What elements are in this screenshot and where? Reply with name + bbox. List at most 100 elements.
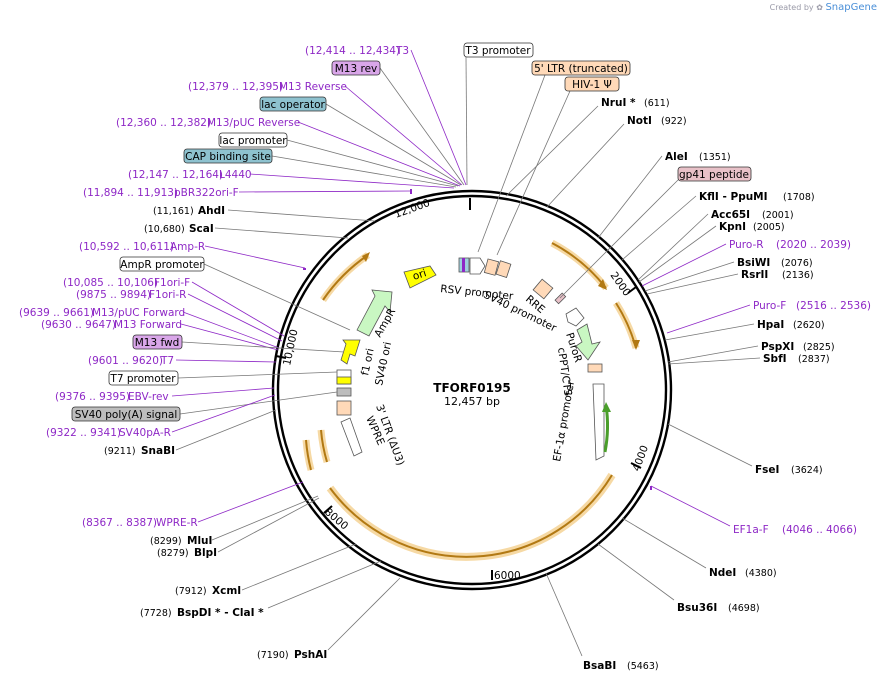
tick-mark-2000 [627, 286, 637, 294]
label-m13rev: M13 rev [335, 63, 378, 75]
feature-ef1a-green [603, 404, 610, 453]
coord-ahdi: (11,161) [153, 206, 194, 217]
feature-ori [403, 265, 437, 289]
leader-rsrii [646, 273, 739, 295]
label-cap-binding: CAP binding site [185, 151, 271, 163]
label-ori: ori [411, 267, 428, 283]
leader-sv40pa-r [171, 394, 276, 433]
leader-f1ori-r [187, 293, 283, 342]
leader-t7 [175, 359, 277, 363]
orf-arc-puro [550, 239, 609, 291]
site-ahdi: AhdI [198, 205, 225, 217]
orf-arrowhead-right [632, 340, 640, 350]
coord-m13-forward: (9630 .. 9647) [41, 319, 116, 331]
primer-pbr322ori: pBR322ori-F [174, 187, 239, 199]
leader-sv40polya [179, 391, 338, 415]
box-lac-operator [259, 96, 327, 112]
leader-alei [597, 155, 663, 239]
coord-pbr322ori: (11,894 .. 11,913) [83, 187, 178, 199]
site-pspxi: PspXI [761, 341, 794, 353]
leader-snabi [175, 409, 277, 451]
primer-sv40pa-r: SV40pA-R [119, 427, 171, 439]
coord-l4440: (12,147 .. 12,164) [128, 169, 223, 181]
coord-bsu36i: (4698) [728, 603, 760, 614]
leader-fsei [667, 423, 753, 467]
site-ndei: NdeI [709, 567, 736, 579]
box-hiv-psi [564, 76, 620, 92]
leader-acc65i [637, 213, 709, 281]
leader-ndei [621, 517, 707, 569]
feature-3ltr [336, 400, 352, 416]
leader-t7-promoter [177, 371, 338, 379]
orf-arc-topleft [320, 252, 371, 303]
site-snabi: SnaBI [141, 445, 175, 457]
coord-alei: (1351) [699, 152, 731, 163]
leader-lac-promoter [286, 139, 459, 187]
leader-ahdi [227, 209, 376, 222]
site-scai: ScaI [189, 223, 214, 235]
box-m13rev [331, 60, 381, 76]
coord-bspdi: (7728) [140, 608, 172, 619]
site-acc65i: Acc65I [711, 209, 750, 221]
coord-t7: (9601 .. 9620) [88, 355, 163, 367]
site-mark-left [303, 268, 306, 270]
coord-m13reverse: (12,379 .. 12,395) [188, 81, 283, 93]
primer-f1ori-r: F1ori-R [149, 289, 186, 301]
primer-m13reverse: M13 Reverse [279, 81, 347, 93]
primer-m13-forward: M13 Forward [114, 319, 182, 331]
tick-mark-4000 [630, 462, 642, 469]
coord-blpi: (8279) [157, 548, 189, 559]
coord-pspxi: (2825) [803, 342, 835, 353]
site-fsei: FseI [755, 464, 779, 476]
site-hpai: HpaI [757, 319, 784, 331]
leader-ampr-promoter [203, 263, 351, 331]
coord-t3: (12,414 .. 12,434) [305, 45, 400, 57]
leader-pspxi [667, 345, 759, 363]
label-ef1a: EF-1α promoter [551, 379, 577, 463]
coord-f1ori-f: (10,085 .. 10,106) [63, 277, 158, 289]
leader-kfli [621, 195, 697, 261]
coord-bsabi: (5463) [627, 661, 659, 672]
leader-m13puc-reverse [297, 121, 461, 187]
coord-pshai: (7190) [257, 650, 289, 661]
right-feature-labels: T3 promoter 5' LTR (truncated) HIV-1 Ψ N… [463, 42, 871, 672]
feature-wpre [340, 417, 363, 457]
leader-pshai [327, 577, 401, 651]
leader-m13reverse [344, 85, 463, 186]
leader-bsu36i [597, 543, 675, 601]
coord-rsrii: (2136) [782, 270, 814, 281]
label-sv40ori: SV40 ori [373, 341, 394, 387]
leader-ef1a-f [650, 485, 731, 527]
primer-f1ori-f: F1ori-F [154, 277, 190, 289]
site-blpi: BlpI [194, 547, 217, 559]
leader-wpre-r [197, 481, 304, 523]
coord-fsei: (3624) [791, 465, 823, 476]
coord-acc65i: (2001) [762, 210, 794, 221]
left-feature-labels: (12,414 .. 12,434) T3 M13 rev (12,379 ..… [19, 45, 467, 661]
coord-sbfi: (2837) [798, 354, 830, 365]
label-lac-operator: lac operator [261, 99, 325, 111]
leader-xcmi [241, 543, 357, 591]
site-pshai: PshAI [294, 649, 327, 661]
created-by-credit: Created by ✿ SnapGene [770, 2, 877, 13]
backbone-outer-circle [271, 189, 673, 591]
orf-arc-left-b-core [320, 429, 328, 463]
leader-hpai [664, 323, 755, 341]
box-cap-binding [183, 148, 273, 164]
leader-mlui [211, 495, 319, 541]
feature-sv40polya [336, 387, 352, 397]
primer-t3: T3 [395, 45, 409, 57]
orf-arrowhead-puro [598, 279, 607, 290]
label-ampr-promoter: AmpR promoter [120, 259, 204, 271]
leader-bsiwi [644, 261, 735, 292]
feature-gp41 [554, 292, 567, 305]
coord-xcmi: (7912) [175, 586, 207, 597]
leader-5ltr [477, 74, 546, 253]
coord-nrui: (611) [644, 98, 670, 109]
feature-psi [462, 258, 465, 272]
leader-m13-fwd [181, 341, 345, 353]
orf-arc-bottom [326, 472, 616, 561]
coord-m13puc-reverse: (12,360 .. 12,382) [116, 117, 211, 129]
